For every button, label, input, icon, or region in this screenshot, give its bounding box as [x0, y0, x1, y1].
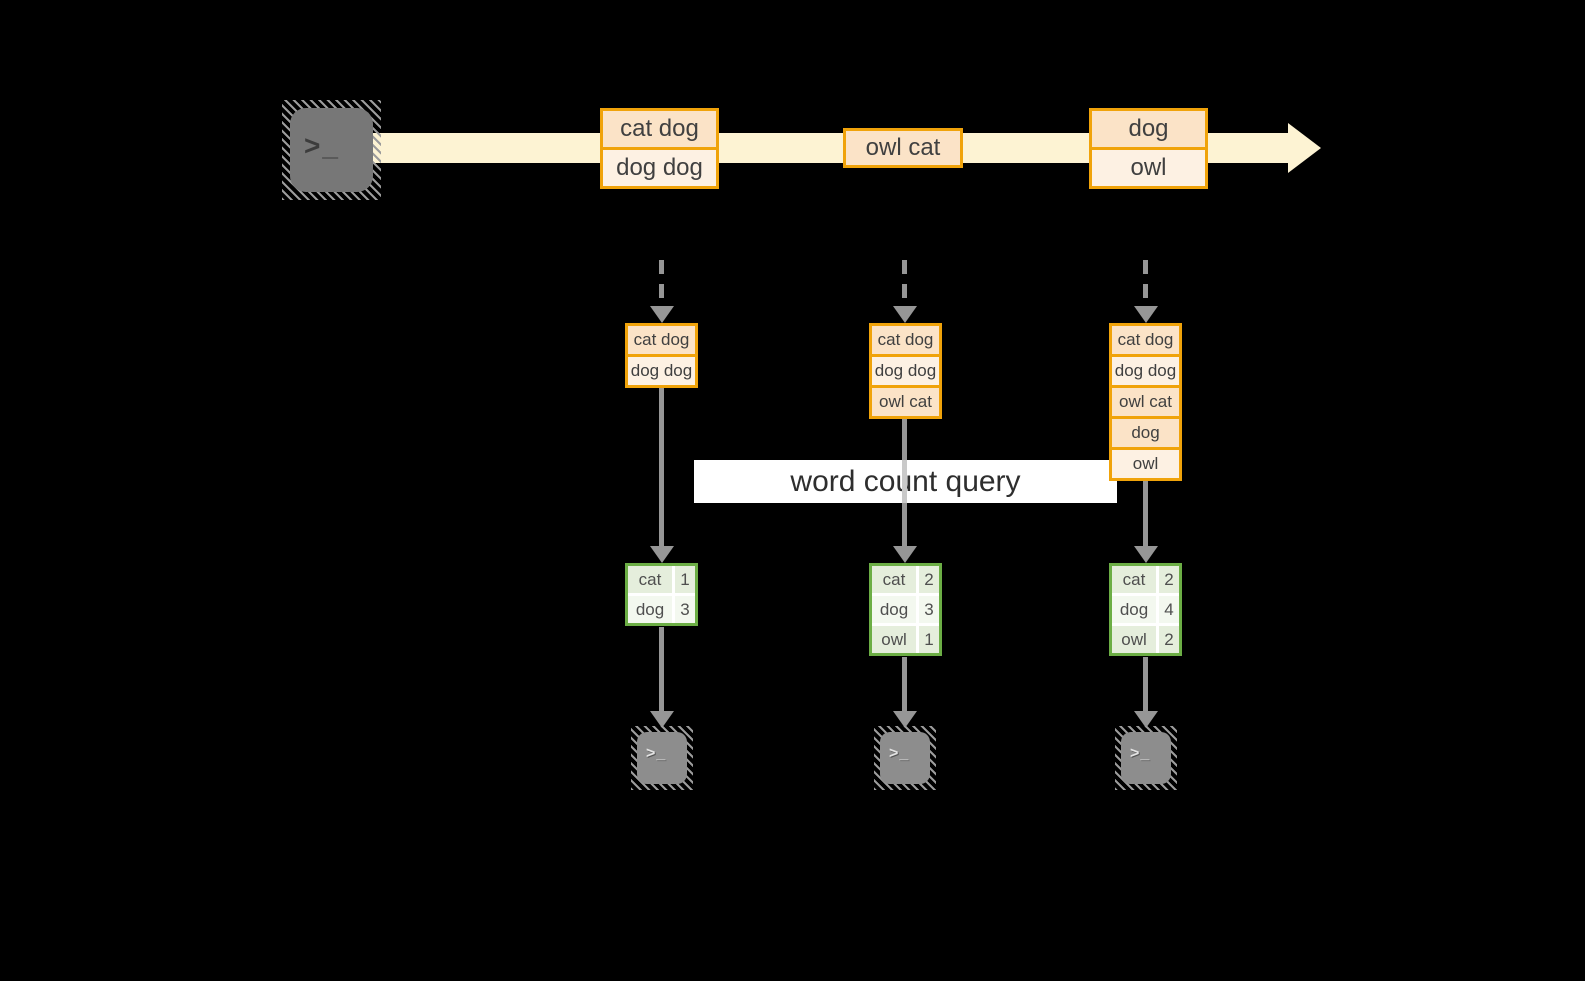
batch-line: dog dog	[603, 150, 716, 186]
result-table-3: cat 2 dog 4 owl 2	[1109, 563, 1182, 656]
output-terminal-3-icon: >_	[1115, 726, 1177, 790]
timeline-batch-3: dog owl	[1089, 108, 1208, 189]
result-row: owl 1	[872, 626, 939, 653]
result-word: cat	[628, 566, 672, 593]
trigger-arrow-3	[1143, 260, 1148, 306]
result-row: cat 2	[872, 566, 939, 593]
input-table-3: cat dog dog dog owl cat dog owl	[1109, 323, 1182, 481]
result-row: owl 2	[1112, 626, 1179, 653]
arrowhead-icon	[1134, 306, 1158, 323]
output-connector-3	[1143, 657, 1148, 711]
terminal-prompt-icon: >_	[646, 745, 667, 762]
result-count: 2	[919, 566, 939, 593]
result-row: cat 2	[1112, 566, 1179, 593]
input-row: dog	[1112, 419, 1179, 447]
input-row: owl	[1112, 450, 1179, 478]
terminal-icon: >_	[880, 732, 930, 784]
result-table-1: cat 1 dog 3	[625, 563, 698, 626]
batch-line: cat dog	[603, 111, 716, 147]
output-terminal-2-icon: >_	[874, 726, 936, 790]
arrowhead-icon	[650, 306, 674, 323]
input-row: dog dog	[1112, 357, 1179, 385]
result-table-2: cat 2 dog 3 owl 1	[869, 563, 942, 656]
result-count: 3	[919, 596, 939, 623]
result-count: 2	[1159, 566, 1179, 593]
result-word: dog	[872, 596, 916, 623]
input-row: owl cat	[1112, 388, 1179, 416]
arrowhead-icon	[893, 711, 917, 728]
arrowhead-icon	[1134, 546, 1158, 563]
batch-line: owl cat	[846, 131, 960, 165]
query-connector-1	[659, 387, 664, 546]
timeline-batch-1: cat dog dog dog	[600, 108, 719, 189]
trigger-arrow-1	[659, 260, 664, 306]
stream-timeline-arrowhead-icon	[1288, 123, 1321, 173]
input-row: owl cat	[872, 388, 939, 416]
result-word: cat	[1112, 566, 1156, 593]
terminal-prompt-icon: >_	[889, 745, 910, 762]
terminal-icon: >_	[637, 732, 687, 784]
query-connector-3	[1143, 470, 1148, 546]
result-row: dog 3	[628, 596, 695, 623]
input-row: dog dog	[872, 357, 939, 385]
arrowhead-icon	[650, 546, 674, 563]
terminal-prompt-icon: >_	[1130, 745, 1151, 762]
input-row: cat dog	[628, 326, 695, 354]
result-row: cat 1	[628, 566, 695, 593]
result-count: 4	[1159, 596, 1179, 623]
input-row: cat dog	[872, 326, 939, 354]
input-table-2: cat dog dog dog owl cat	[869, 323, 942, 419]
result-word: dog	[628, 596, 672, 623]
arrowhead-icon	[650, 711, 674, 728]
output-connector-2	[902, 657, 907, 711]
arrowhead-icon	[893, 306, 917, 323]
result-count: 2	[1159, 626, 1179, 653]
timeline-batch-2: owl cat	[843, 128, 963, 168]
connector-through-banner	[902, 460, 907, 503]
terminal-icon: >_	[290, 108, 373, 192]
result-row: dog 3	[872, 596, 939, 623]
result-word: owl	[1112, 626, 1156, 653]
arrowhead-icon	[893, 546, 917, 563]
trigger-arrow-2	[902, 260, 907, 306]
result-word: owl	[872, 626, 916, 653]
terminal-icon: >_	[1121, 732, 1171, 784]
result-row: dog 4	[1112, 596, 1179, 623]
batch-line: dog	[1092, 111, 1205, 147]
output-terminal-1-icon: >_	[631, 726, 693, 790]
result-word: cat	[872, 566, 916, 593]
arrowhead-icon	[1134, 711, 1158, 728]
terminal-prompt-icon: >_	[304, 130, 340, 161]
result-count: 1	[675, 566, 695, 593]
input-row: dog dog	[628, 357, 695, 385]
input-row: cat dog	[1112, 326, 1179, 354]
output-connector-1	[659, 627, 664, 711]
source-terminal-icon: >_	[282, 100, 381, 200]
input-table-1: cat dog dog dog	[625, 323, 698, 388]
result-count: 3	[675, 596, 695, 623]
batch-line: owl	[1092, 150, 1205, 186]
result-word: dog	[1112, 596, 1156, 623]
result-count: 1	[919, 626, 939, 653]
